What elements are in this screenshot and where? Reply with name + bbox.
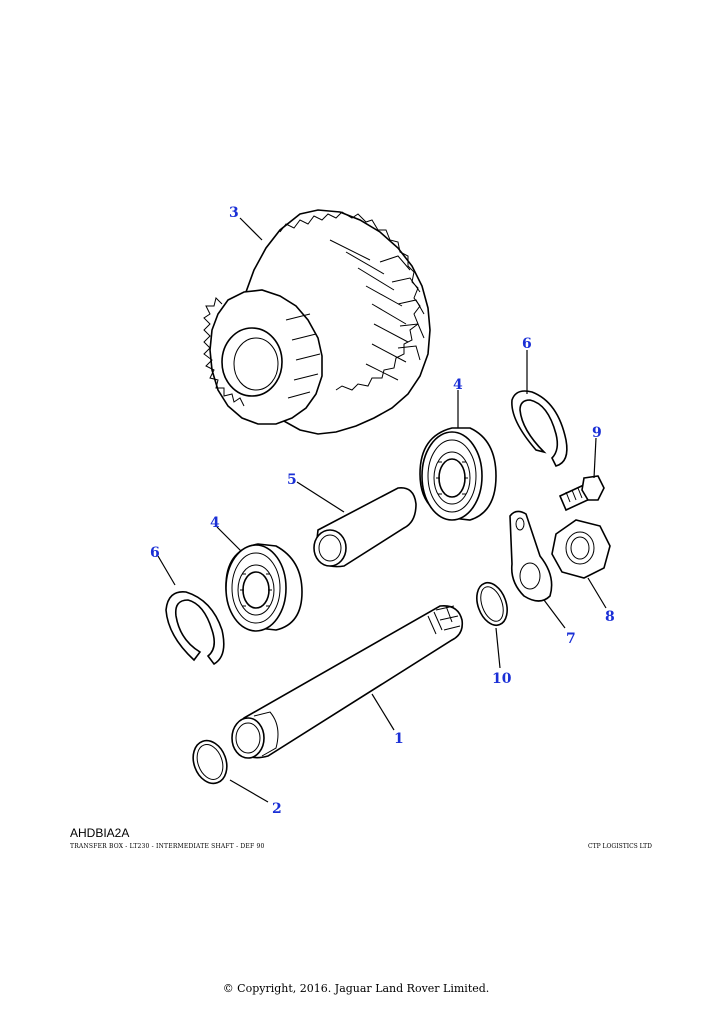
bolt-part xyxy=(558,475,605,512)
leader-lines xyxy=(157,217,607,803)
o-ring-right-part xyxy=(476,581,508,627)
nut-part xyxy=(551,519,611,579)
callout-7: 7 xyxy=(566,631,576,647)
intermediate-shaft-part xyxy=(231,604,464,759)
callout-8: 8 xyxy=(605,609,615,625)
bearing-right-part xyxy=(419,427,497,521)
callout-9: 9 xyxy=(592,425,602,441)
circlip-right-part xyxy=(511,390,568,467)
callout-2: 2 xyxy=(272,801,282,817)
diagram-code: AHDBIA2A xyxy=(70,826,130,840)
copyright-notice: © Copyright, 2016. Jaguar Land Rover Lim… xyxy=(222,982,490,995)
spacer-tube-part xyxy=(313,487,417,568)
callout-4-left: 4 xyxy=(210,515,220,531)
circlip-left-part xyxy=(165,591,225,666)
o-ring-left-part xyxy=(192,739,228,785)
callouts: 3 4 6 9 5 4 6 7 8 10 1 2 xyxy=(150,205,615,817)
callout-6-left: 6 xyxy=(150,545,160,561)
callout-6-right: 6 xyxy=(522,336,532,352)
diagram-caption: TRANSFER BOX - LT230 - INTERMEDIATE SHAF… xyxy=(70,843,265,850)
callout-1: 1 xyxy=(394,731,404,747)
callout-3: 3 xyxy=(229,205,239,221)
bearing-left-part xyxy=(225,543,303,632)
cluster-gear-part xyxy=(203,209,431,435)
supplier-name: CTP LOGISTICS LTD xyxy=(587,843,652,850)
lock-plate-part xyxy=(509,510,553,602)
callout-5: 5 xyxy=(287,472,297,488)
callout-4-right: 4 xyxy=(453,377,463,393)
callout-10: 10 xyxy=(492,671,512,687)
